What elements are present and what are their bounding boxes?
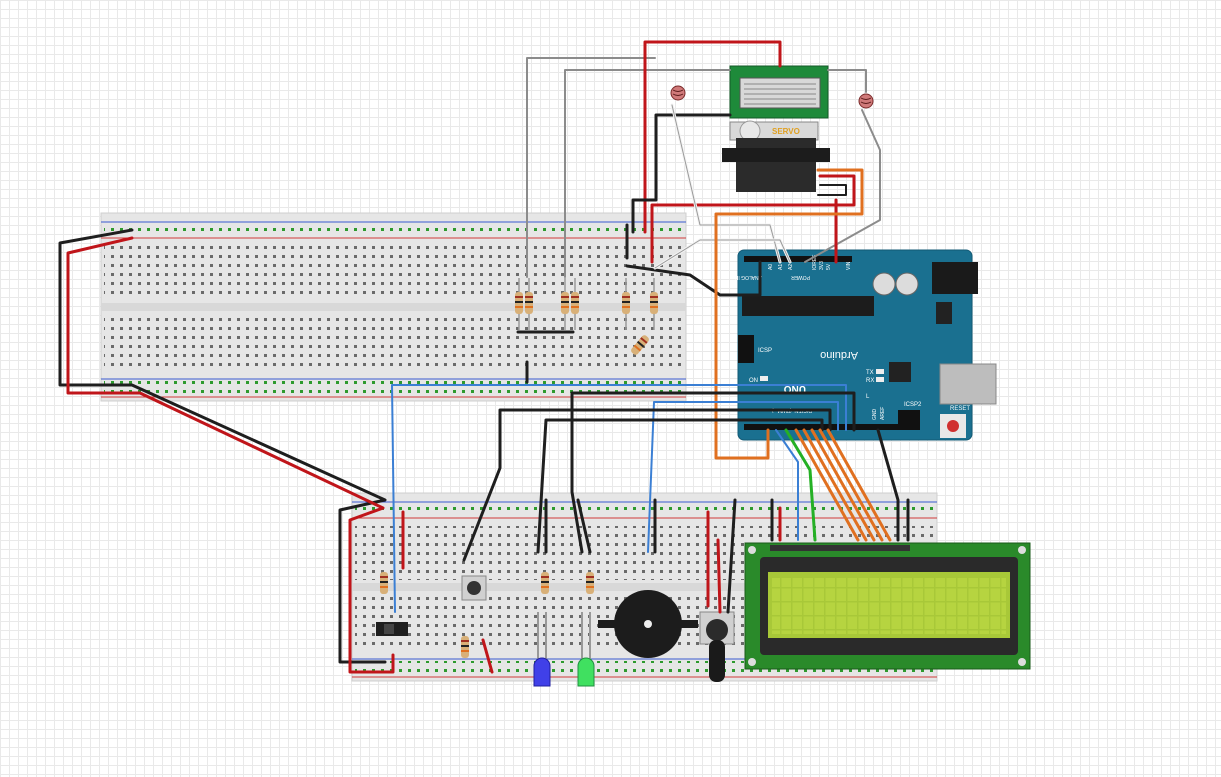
arduino-logo: UNO — [784, 383, 806, 394]
label-ioref: IOREF — [812, 255, 818, 270]
label-on: ON — [749, 378, 758, 384]
label-l: L — [866, 394, 870, 400]
wire-black — [726, 498, 737, 614]
arduino-brand: Arduino — [820, 349, 858, 361]
reset-button[interactable] — [947, 420, 959, 432]
wire-red — [481, 638, 494, 674]
label-analog: ANALOG IN — [734, 274, 762, 280]
label-icsp2: ICSP2 — [904, 402, 922, 408]
wire-white-outline — [654, 239, 791, 269]
lcd-display — [744, 542, 1031, 670]
capacitor-1 — [872, 272, 896, 296]
breadboard-top — [100, 212, 687, 402]
label-icsp: ICSP — [758, 348, 772, 354]
wire-grey — [526, 57, 656, 278]
wire-black — [570, 391, 856, 554]
resistor — [461, 636, 469, 658]
wire-red — [716, 538, 722, 614]
label-rx: RX — [866, 378, 874, 384]
sensor-module — [729, 65, 829, 119]
label-gnd: GND — [872, 409, 878, 421]
resistor — [380, 572, 388, 594]
wire-black — [536, 418, 824, 554]
usb-port — [939, 363, 997, 405]
label-a1: A1 — [778, 264, 784, 270]
capacitor-2 — [895, 272, 919, 296]
rx-led — [876, 377, 884, 382]
label-tx: TX — [866, 370, 874, 376]
wire-orange — [810, 428, 876, 542]
wire-orange — [818, 428, 884, 542]
resistor — [650, 292, 658, 314]
wire-white-outline — [671, 104, 781, 263]
wire-blue — [775, 429, 799, 541]
wire-red — [643, 40, 782, 234]
resistor — [622, 292, 630, 314]
label-5v: 5V — [826, 263, 832, 270]
wire-black — [576, 498, 592, 554]
resistor — [561, 292, 569, 314]
wire-black — [817, 184, 847, 196]
regulator — [936, 302, 952, 324]
wire-orange — [714, 168, 864, 460]
wire-black — [631, 113, 732, 234]
on-led — [760, 376, 768, 381]
wire-orange — [826, 428, 892, 542]
label-aref: AREF — [880, 407, 886, 420]
wire-black — [58, 228, 387, 664]
wire-grey — [564, 69, 731, 278]
dc-jack — [932, 262, 978, 294]
icsp-header — [738, 335, 754, 363]
wire-blue — [391, 384, 847, 613]
wire-grey — [804, 109, 881, 263]
photoresistor-2 — [858, 93, 874, 109]
resistor — [631, 335, 649, 355]
label-power: POWER — [791, 274, 810, 280]
buzzer — [598, 590, 698, 658]
label-3v3: 3V3 — [819, 261, 825, 270]
slide-switch — [376, 622, 408, 636]
resistor — [525, 292, 533, 314]
servo-motor: SERVO — [722, 120, 830, 192]
wire-black — [625, 260, 762, 297]
tx-led — [876, 369, 884, 374]
wire-grey — [827, 69, 867, 93]
label-a2: A2 — [788, 264, 794, 270]
power-analog-header — [744, 256, 852, 262]
digital-header — [744, 424, 904, 430]
label-a0: A0 — [768, 264, 774, 270]
wire-orange — [802, 428, 868, 542]
label-reset: RESET — [950, 406, 970, 412]
atmega-chip — [742, 296, 874, 316]
servo-label: SERVO — [772, 127, 800, 136]
wire-orange — [794, 428, 860, 542]
wire-red — [650, 174, 856, 264]
wire-green — [784, 428, 817, 542]
label-vin: VIN — [846, 261, 852, 270]
wire-black — [876, 428, 900, 542]
wire-red — [66, 236, 395, 674]
led-green — [577, 612, 595, 687]
wire-black — [462, 408, 832, 562]
led-blue — [533, 612, 551, 687]
photoresistor-1 — [670, 85, 686, 101]
resistor — [571, 292, 579, 314]
usb-chip — [889, 362, 911, 382]
resistor — [586, 572, 594, 594]
resistor — [515, 292, 523, 314]
push-button — [461, 575, 487, 601]
potentiometer — [699, 611, 735, 682]
resistor — [541, 572, 549, 594]
wire-blue — [647, 401, 839, 553]
